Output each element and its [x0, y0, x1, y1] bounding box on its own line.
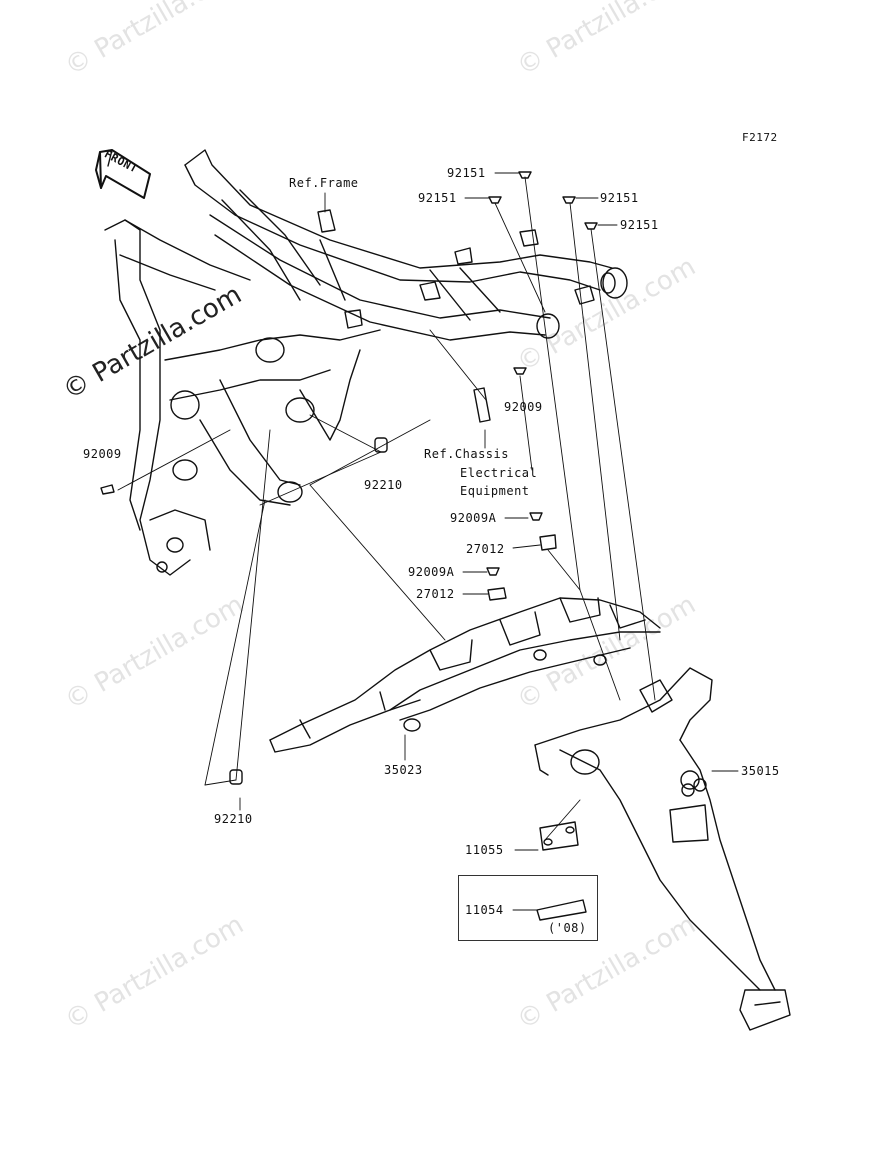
- leader-lines: [117, 172, 739, 911]
- part-callout-92210[interactable]: 92210: [364, 478, 403, 492]
- ref-chassis-label-line2: Electrical: [460, 466, 538, 480]
- variant-box: [458, 875, 598, 941]
- part-callout-92009[interactable]: 92009: [504, 400, 543, 414]
- part-callout-35023[interactable]: 35023: [384, 763, 423, 777]
- diagram-code: F2172: [742, 131, 778, 144]
- part-callout-92151[interactable]: 92151: [418, 191, 457, 205]
- part-callout-92009a[interactable]: 92009A: [450, 511, 497, 525]
- part-callout-11054[interactable]: 11054: [465, 903, 504, 917]
- part-callout-92151[interactable]: 92151: [447, 166, 486, 180]
- part-callout-35015[interactable]: 35015: [741, 764, 780, 778]
- ref-chassis-label-line3: Equipment: [460, 484, 530, 498]
- part-callout-27012[interactable]: 27012: [416, 587, 455, 601]
- part-callout-92009a[interactable]: 92009A: [408, 565, 455, 579]
- part-callout-11055[interactable]: 11055: [465, 843, 504, 857]
- part-callout-92151[interactable]: 92151: [600, 191, 639, 205]
- part-callout-92009[interactable]: 92009: [83, 447, 122, 461]
- ref-chassis-label[interactable]: Ref.Chassis: [424, 447, 509, 461]
- rear-flap-drawing: [534, 667, 791, 1031]
- ref-frame-label[interactable]: Ref.Frame: [289, 176, 359, 190]
- front-arrow-icon: [95, 149, 151, 199]
- frame-drawing: [104, 149, 628, 576]
- part-callout-92210[interactable]: 92210: [214, 812, 253, 826]
- part-callout-27012[interactable]: 27012: [466, 542, 505, 556]
- variant-note: ('08): [548, 921, 587, 935]
- rear-fender-drawing: [269, 597, 661, 753]
- fasteners: [100, 171, 598, 921]
- part-callout-92151[interactable]: 92151: [620, 218, 659, 232]
